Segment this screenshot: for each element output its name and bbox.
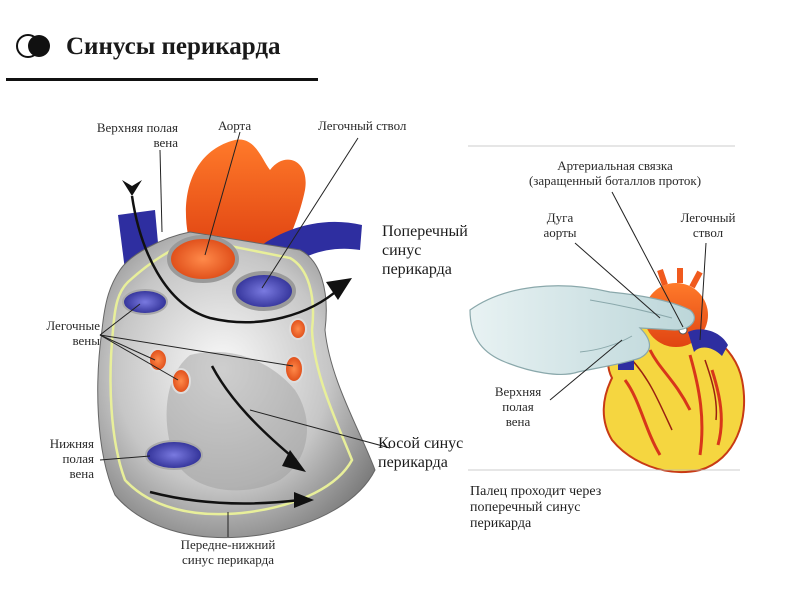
right-leader-lines [549, 191, 707, 401]
pulmonary-vein-4 [289, 318, 307, 340]
label-pt-line2: ствол [692, 225, 724, 240]
label-transverse-line1: Поперечный [382, 223, 468, 240]
caption-line2: поперечный синус [470, 500, 581, 515]
label-ligamentum: Артериальная связка (заращенный боталлов… [500, 158, 730, 188]
label-anteroinferior-sinus: Передне-нижний синус перикарда [148, 537, 308, 567]
label-oblique-line2: перикарда [378, 454, 448, 471]
ivc-opening [145, 440, 203, 470]
oblique-arrow-head [282, 450, 306, 472]
label-oblique-sinus: Косой синус перикарда [378, 434, 463, 472]
label-pt-line1: Легочный [680, 210, 736, 225]
anteroinferior-arrow-head [294, 492, 314, 508]
pulmonary-vein-1 [122, 289, 168, 315]
transverse-sinus-arrow [130, 195, 341, 324]
aortic-branches [657, 268, 703, 289]
label-ivc-line3: вена [69, 466, 94, 481]
label-transverse-line3: перикарда [382, 261, 452, 278]
label-pulmonary-trunk-right: Легочный ствол [668, 210, 748, 240]
right-heart-illustration [468, 145, 746, 474]
title-underline [6, 78, 318, 81]
oblique-sinus-arrow [210, 365, 297, 461]
label-transverse-line2: синус [382, 242, 422, 259]
label-ivc-line1: Нижняя [49, 436, 94, 451]
label-oblique-line1: Косой синус [378, 435, 464, 452]
caption-line3: перикарда [470, 516, 532, 531]
label-ivc-line2: полая [62, 451, 94, 466]
left-heart-illustration [97, 131, 391, 539]
label-arch-line2: аорты [543, 225, 577, 240]
transverse-arrow-head [326, 278, 352, 300]
label-ai-line2: синус перикарда [182, 552, 274, 567]
label-pulmonary-veins: Легочные вены [18, 318, 100, 348]
label-svc-line1: Верхняя полая [96, 120, 178, 135]
label-arch-line1: Дуга [546, 210, 574, 225]
double-circle-icon [16, 34, 50, 58]
pulmonary-vein-2 [148, 348, 168, 372]
page-title: Синусы перикарда [66, 33, 281, 60]
label-svc-right: Верхняя полая вена [488, 384, 548, 429]
anteroinferior-sinus-arrow [149, 490, 301, 505]
pulmonary-trunk-right [688, 329, 728, 356]
pulmonary-vein-5 [284, 355, 304, 383]
label-lig-line2: (заращенный боталлов проток) [528, 173, 702, 188]
label-pv-line1: Легочные [46, 318, 100, 333]
pericardial-reflection-line [109, 238, 354, 516]
label-svcr-line1: Верхняя [494, 384, 542, 399]
label-ivc: Нижняя полая вена [20, 436, 94, 481]
label-pv-line2: вены [72, 333, 100, 348]
label-svcr-line2: полая [502, 399, 534, 414]
label-aortic-arch: Дуга аорты [530, 210, 590, 240]
label-svcr-line3: вена [505, 414, 531, 429]
heart-vessels [623, 349, 723, 456]
gloved-hand [469, 285, 695, 375]
left-leader-lines [99, 131, 391, 537]
glove-finger-lines [579, 299, 673, 353]
transverse-arrow-tail [122, 180, 142, 196]
aorta-vessel [185, 139, 306, 250]
label-svc: Верхняя полая вена [58, 120, 178, 150]
label-ai-line1: Передне-нижний [180, 537, 276, 552]
pulmonary-vein-3 [171, 368, 191, 394]
label-pulmonary-trunk: Легочный ствол [318, 118, 407, 133]
label-lig-line1: Артериальная связка [557, 158, 673, 173]
caption-line1: Палец проходит через [470, 484, 602, 499]
label-aorta: Аорта [218, 118, 252, 133]
pulmonary-trunk-opening [232, 271, 296, 311]
heart-vessels-2 [631, 359, 718, 431]
aorta-opening [167, 235, 239, 283]
label-transverse-sinus: Поперечный синус перикарда [382, 222, 468, 279]
label-svc-line2: вена [153, 135, 178, 150]
right-caption: Палец проходит через поперечный синус пе… [470, 484, 601, 532]
